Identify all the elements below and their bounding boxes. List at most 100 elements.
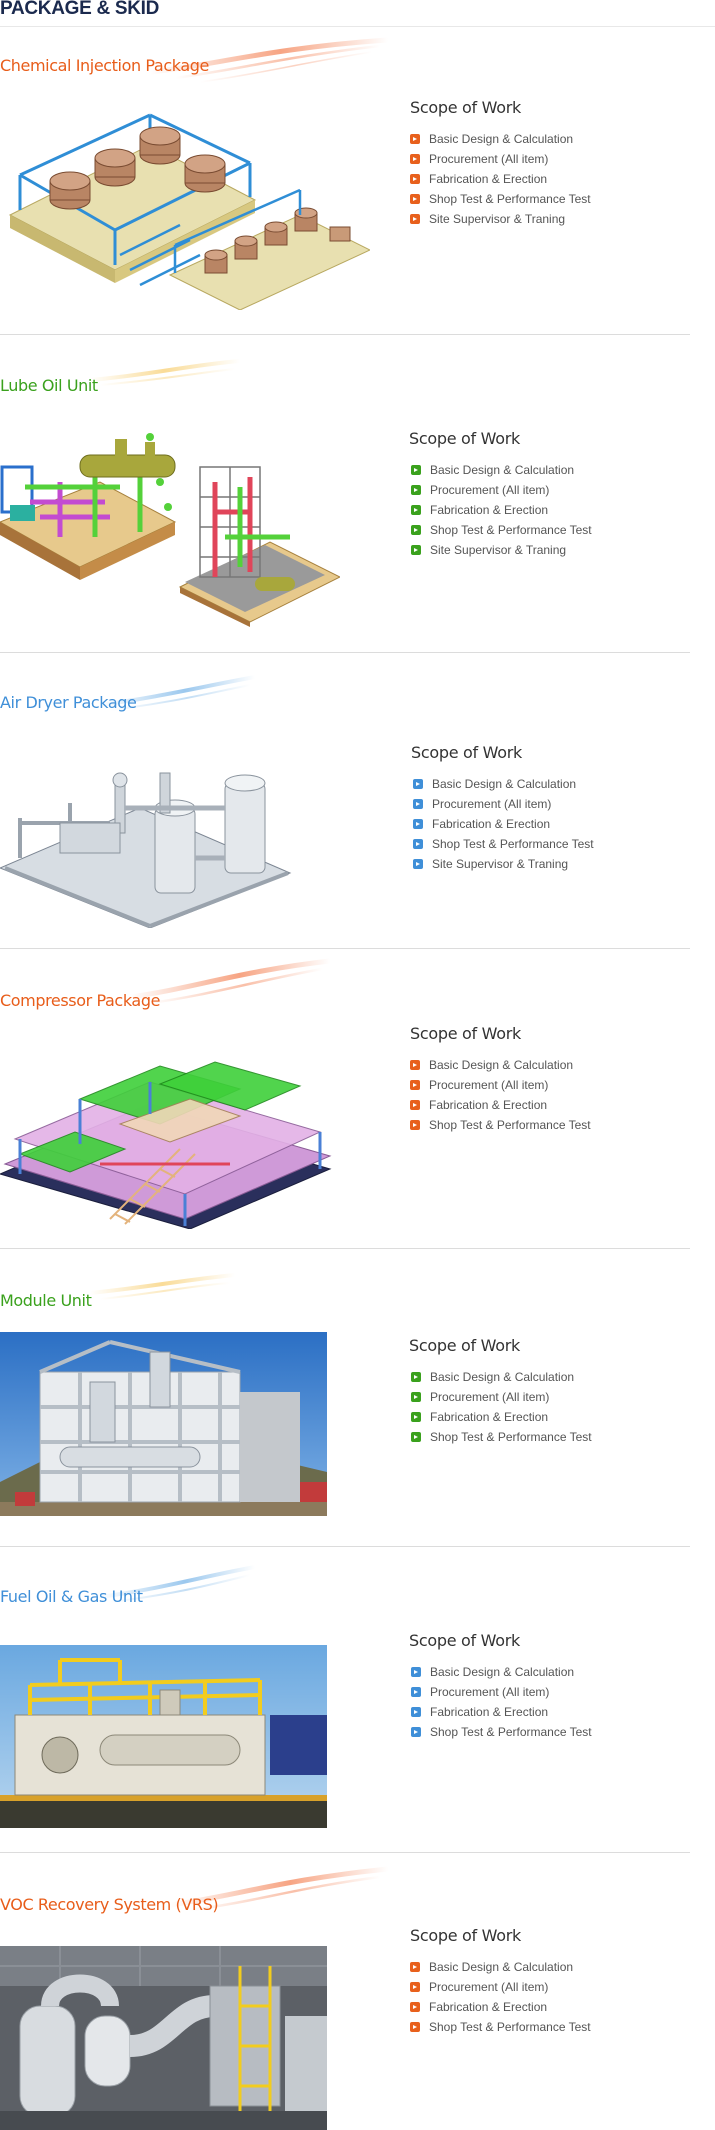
- section-divider: [0, 652, 690, 653]
- section-heading: Chemical Injection Package: [0, 30, 420, 90]
- page-title: PACKAGE & SKID: [0, 0, 160, 19]
- scope-list: Basic Design & Calculation Procurement (…: [409, 1367, 592, 1447]
- section-heading: Air Dryer Package: [0, 653, 420, 713]
- scope-item: Procurement (All item): [411, 1387, 592, 1407]
- scope-item: Fabrication & Erection: [411, 1407, 592, 1427]
- yellow-swoosh-icon: [88, 359, 242, 386]
- lube-oil-unit-illustration: [0, 427, 340, 627]
- blue-arrow-bullet-icon: [413, 799, 423, 809]
- module-unit-photo: [0, 1332, 327, 1516]
- scope-item: Site Supervisor & Traning: [411, 540, 592, 560]
- section-heading: Fuel Oil & Gas Unit: [0, 1547, 420, 1607]
- scope-title: Scope of Work: [409, 1336, 520, 1355]
- blue-arrow-bullet-icon: [411, 1687, 421, 1697]
- section-fuel-oil-gas-unit: Fuel Oil & Gas Unit: [0, 1547, 690, 1853]
- green-arrow-bullet-icon: [411, 1372, 421, 1382]
- scope-item: Site Supervisor & Traning: [413, 854, 594, 874]
- orange-arrow-bullet-icon: [410, 194, 420, 204]
- scope-item: Basic Design & Calculation: [411, 1367, 592, 1387]
- orange-arrow-bullet-icon: [410, 1080, 420, 1090]
- orange-swoosh-icon: [127, 958, 333, 1005]
- scope-item: Fabrication & Erection: [410, 169, 591, 189]
- scope-list: Basic Design & Calculation Procurement (…: [410, 1957, 591, 2037]
- scope-list: Basic Design & Calculation Procurement (…: [409, 460, 592, 560]
- scope-item: Fabrication & Erection: [410, 1997, 591, 2017]
- blue-arrow-bullet-icon: [413, 819, 423, 829]
- section-heading: VOC Recovery System (VRS): [0, 1853, 420, 1914]
- orange-arrow-bullet-icon: [410, 1120, 420, 1130]
- scope-item: Shop Test & Performance Test: [413, 834, 594, 854]
- scope-item: Basic Design & Calculation: [410, 1957, 591, 1977]
- section-air-dryer-package: Air Dryer Package: [0, 653, 690, 949]
- green-arrow-bullet-icon: [411, 505, 421, 515]
- blue-arrow-bullet-icon: [413, 839, 423, 849]
- scope-item: Fabrication & Erection: [411, 1702, 592, 1722]
- scope-item: Procurement (All item): [410, 1075, 591, 1095]
- scope-item: Procurement (All item): [411, 480, 592, 500]
- orange-arrow-bullet-icon: [410, 1982, 420, 1992]
- section-heading: Module Unit: [0, 1249, 420, 1310]
- green-arrow-bullet-icon: [411, 1432, 421, 1442]
- scope-item: Fabrication & Erection: [413, 814, 594, 834]
- blue-swoosh-icon: [98, 675, 257, 711]
- green-arrow-bullet-icon: [411, 1392, 421, 1402]
- orange-arrow-bullet-icon: [410, 154, 420, 164]
- section-module-unit: Module Unit: [0, 1249, 690, 1547]
- air-dryer-package-illustration: [0, 748, 300, 928]
- scope-item: Basic Design & Calculation: [411, 1662, 592, 1682]
- scope-item: Basic Design & Calculation: [410, 129, 591, 149]
- section-title: Lube Oil Unit: [0, 376, 98, 395]
- green-arrow-bullet-icon: [411, 1412, 421, 1422]
- orange-arrow-bullet-icon: [410, 1100, 420, 1110]
- orange-arrow-bullet-icon: [410, 174, 420, 184]
- scope-of-work: Scope of Work Basic Design & Calculation…: [410, 98, 591, 229]
- section-heading: Lube Oil Unit: [0, 335, 420, 395]
- scope-title: Scope of Work: [410, 1926, 521, 1945]
- voc-recovery-system-photo: [0, 1946, 327, 2130]
- scope-of-work: Scope of Work Basic Design & Calculation…: [410, 1926, 591, 2037]
- section-lube-oil-unit: Lube Oil Unit: [0, 335, 690, 653]
- scope-title: Scope of Work: [410, 98, 521, 117]
- scope-list: Basic Design & Calculation Procurement (…: [411, 774, 594, 874]
- section-title: Air Dryer Package: [0, 693, 137, 712]
- scope-item: Site Supervisor & Traning: [410, 209, 591, 229]
- fuel-oil-gas-unit-photo: [0, 1645, 327, 1828]
- page-header: PACKAGE & SKID: [0, 0, 715, 27]
- section-voc-recovery-system: VOC Recovery System (VRS): [0, 1853, 690, 2130]
- orange-arrow-bullet-icon: [410, 1962, 420, 1972]
- section-title: Chemical Injection Package: [0, 56, 209, 75]
- section-compressor-package: Compressor Package: [0, 949, 690, 1249]
- scope-item: Basic Design & Calculation: [411, 460, 592, 480]
- scope-item: Fabrication & Erection: [410, 1095, 591, 1115]
- section-divider: [0, 334, 690, 335]
- scope-item: Fabrication & Erection: [411, 500, 592, 520]
- scope-of-work: Scope of Work Basic Design & Calculation…: [409, 429, 592, 560]
- scope-item: Shop Test & Performance Test: [411, 1722, 592, 1742]
- scope-item: Procurement (All item): [413, 794, 594, 814]
- scope-item: Shop Test & Performance Test: [411, 520, 592, 540]
- orange-swoosh-icon: [147, 37, 391, 83]
- scope-item: Procurement (All item): [410, 149, 591, 169]
- orange-arrow-bullet-icon: [410, 2022, 420, 2032]
- orange-swoosh-icon: [167, 1866, 391, 1912]
- section-chemical-injection-package: Chemical Injection Package: [0, 30, 690, 335]
- green-arrow-bullet-icon: [411, 485, 421, 495]
- green-arrow-bullet-icon: [411, 525, 421, 535]
- blue-arrow-bullet-icon: [411, 1707, 421, 1717]
- scope-title: Scope of Work: [411, 743, 522, 762]
- blue-arrow-bullet-icon: [413, 859, 423, 869]
- scope-item: Shop Test & Performance Test: [410, 1115, 591, 1135]
- blue-arrow-bullet-icon: [411, 1667, 421, 1677]
- compressor-package-illustration: [0, 1044, 340, 1229]
- yellow-swoosh-icon: [88, 1273, 237, 1300]
- scope-title: Scope of Work: [409, 429, 520, 448]
- section-divider: [0, 948, 690, 949]
- scope-item: Procurement (All item): [410, 1977, 591, 1997]
- orange-arrow-bullet-icon: [410, 214, 420, 224]
- section-divider: [0, 1248, 690, 1249]
- section-title: Fuel Oil & Gas Unit: [0, 1587, 143, 1606]
- scope-of-work: Scope of Work Basic Design & Calculation…: [410, 1024, 591, 1135]
- section-divider: [0, 1852, 690, 1853]
- green-arrow-bullet-icon: [411, 545, 421, 555]
